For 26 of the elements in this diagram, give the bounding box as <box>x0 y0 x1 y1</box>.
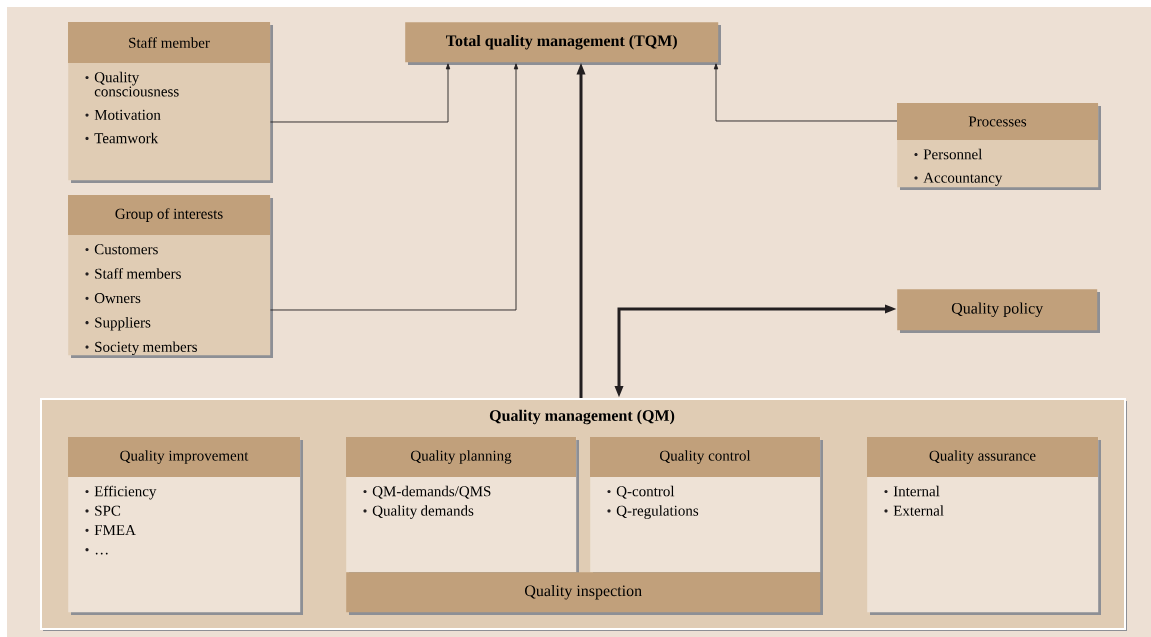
bullet-item: Quality consciousness <box>85 71 179 97</box>
bullet-item: Motivation <box>85 109 161 120</box>
bullet-item: Customers <box>85 244 158 255</box>
bullet-item: FMEA <box>85 525 136 535</box>
bullet-item: Society members <box>85 341 197 356</box>
bullet-item: Owners <box>85 293 141 304</box>
bullet-item: Efficiency <box>85 485 157 500</box>
label-box: Quality inspection <box>346 572 823 615</box>
title-box: Total quality management (TQM) <box>405 22 721 65</box>
bullet-item: Accountancy <box>914 172 1003 186</box>
bullet-item: Personnel <box>914 148 983 160</box>
bullet-item: Staff members <box>85 268 181 279</box>
bullet-item: Suppliers <box>85 317 151 331</box>
bullet-item: External <box>884 505 944 516</box>
bullet-item: Internal <box>884 485 940 497</box>
bullet-item: SPC <box>85 505 121 516</box>
arrow <box>269 63 519 311</box>
bullet-item: Q-control <box>607 485 675 499</box>
bullet-item: … <box>85 548 108 555</box>
bullet-item: QM-demands/QMS <box>363 485 491 499</box>
arrow <box>269 63 451 123</box>
bullet-item: Q-regulations <box>607 505 699 519</box>
arrow <box>713 63 898 122</box>
bullet-item: Quality demands <box>363 505 474 519</box>
bullet-item: Teamwork <box>85 132 159 144</box>
label-box: Quality policy <box>897 289 1100 333</box>
